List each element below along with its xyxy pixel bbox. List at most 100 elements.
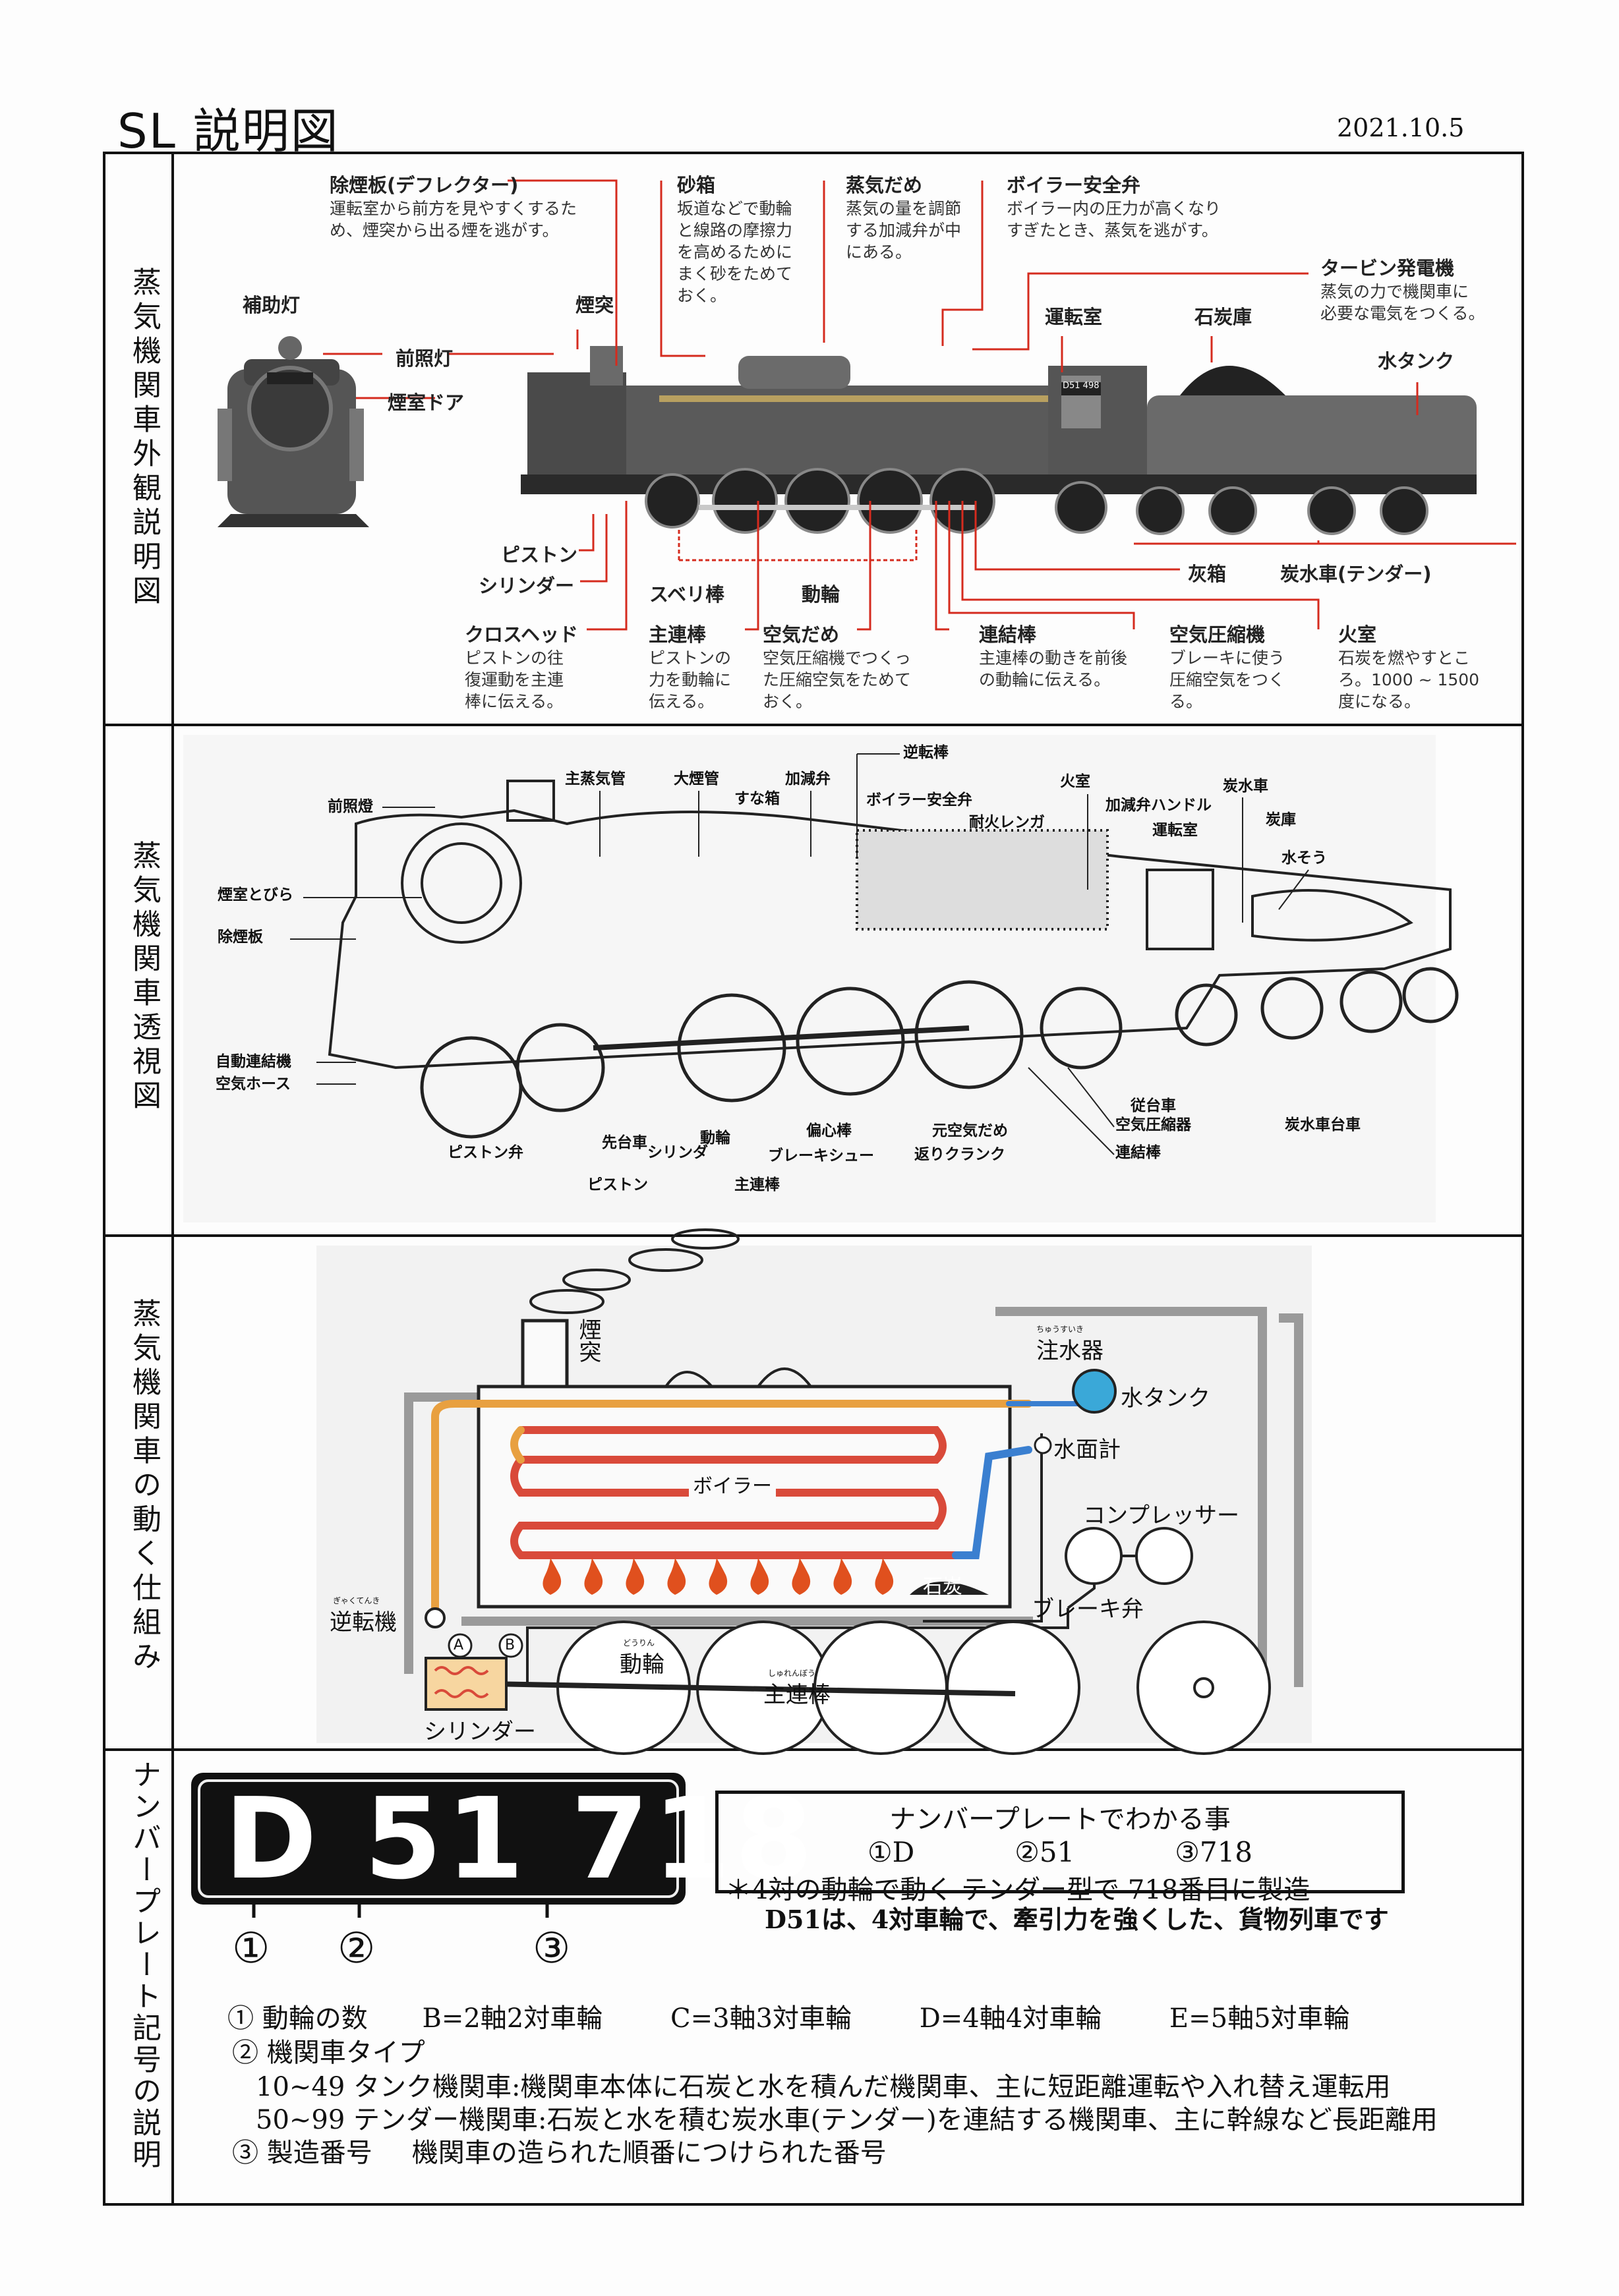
mech-label-coal: 石炭	[923, 1575, 962, 1598]
mech-ruby-main-rod: しゅれんぼう	[768, 1669, 816, 1678]
mech-label-water-tank: 水タンク	[1121, 1385, 1210, 1412]
marker-1: ①	[232, 1924, 270, 1973]
callout-main-rod: 主連棒ピストンの 力を動輪に 伝える。	[649, 623, 732, 711]
mech-label-a: A	[454, 1637, 464, 1653]
cut-label-cab: 運転室	[1152, 822, 1198, 839]
section-title-exterior: 蒸気機関車外観説明図	[127, 267, 161, 610]
label-driving-wheel: 動輪	[802, 583, 840, 606]
plate-number: D 51 718	[224, 1774, 817, 1905]
loco-number-plate	[1061, 382, 1101, 395]
cut-label-tender-truck: 炭水車台車	[1285, 1116, 1361, 1134]
mech-label-brake-valve: ブレーキ弁	[1032, 1596, 1144, 1622]
section-title-cutaway: 蒸気機関車透視図	[127, 840, 161, 1114]
cut-label-deflector: 除煙板	[218, 929, 263, 946]
label-water-tank: 水タンク	[1378, 350, 1455, 372]
cut-label-throttle: 加減弁	[785, 770, 831, 788]
cut-label-firebrick: 耐火レンガ	[969, 814, 1045, 831]
label-aux-light: 補助灯	[243, 294, 301, 316]
mech-label-boiler: ボイラー	[689, 1470, 776, 1499]
callout-steam-dome: 蒸気だめ蒸気の量を調節 する加減弁が中 にある。	[846, 174, 962, 262]
description: 機関車の造られた順番につけられた番号	[411, 2138, 887, 2168]
cut-label-trailing-truck: 従台車	[1131, 1097, 1176, 1114]
plate-info-item: ①D	[867, 1836, 915, 1868]
coal	[910, 1582, 989, 1595]
cut-label-headlight: 前照燈	[328, 798, 373, 815]
cut-label-reverse-rod: 逆転棒	[903, 744, 949, 761]
callout-lines	[323, 179, 1516, 631]
date: 2021.10.5	[1337, 113, 1465, 142]
loco-plate-text: D51 498	[1063, 381, 1100, 391]
cut-label-main-steam-pipe: 主蒸気管	[565, 770, 626, 788]
mech-label-b: B	[505, 1637, 515, 1653]
mech-label-driving-wheel: 動輪	[620, 1651, 664, 1678]
smokestack	[521, 1319, 569, 1389]
cut-label-driving-wheel: 動輪	[700, 1130, 730, 1147]
cut-label-piston: ピストン	[587, 1176, 648, 1193]
description: テンダー機関車:石炭と水を積む炭水車(テンダー)を連結する機関車、主に幹線など長…	[353, 2105, 1438, 2135]
plate-part-1: D	[224, 1774, 322, 1905]
cut-label-main-rod: 主連棒	[734, 1176, 780, 1193]
flame-icon	[792, 1558, 811, 1595]
description: タンク機関車:機関車本体に石炭と水を積んだ機関車、主に短距離運転や入れ替え運転用	[353, 2072, 1391, 2102]
mechanism-diagram	[316, 1228, 1312, 1755]
fire-flames	[543, 1558, 894, 1595]
cut-label-coupling-rod: 連結棒	[1115, 1144, 1161, 1161]
cut-label-cylinder: シリンダ	[647, 1144, 708, 1161]
label-tender: 炭水車(テンダー)	[1280, 563, 1432, 585]
cut-label-air-compressor: 空気圧縮器	[1115, 1116, 1191, 1134]
callout-deflector: 除煙板(デフレクター)運転室から前方を見やすくするた め、煙突から出る煙を逃がす…	[330, 174, 577, 240]
plate-info-heading: ナンバープレートでわかる事	[889, 1804, 1231, 1835]
compressor-2	[1135, 1527, 1193, 1585]
callout-firebox: 火室石炭を燃やすとこ ろ。1000 ~ 1500 度になる。	[1338, 623, 1480, 711]
label-slide-bar: スベリ棒	[649, 583, 724, 606]
label-cab: 運転室	[1045, 306, 1103, 328]
mech-label-chimney: 煙突	[575, 1318, 601, 1363]
compressor-1	[1065, 1527, 1123, 1585]
mech-ruby-injector: ちゅうすいき	[1036, 1325, 1084, 1334]
label-cylinder: シリンダー	[479, 575, 575, 597]
explanation-tank: 10~49 タンク機関車:機関車本体に石炭と水を積んだ機関車、主に短距離運転や入…	[256, 2065, 1391, 2104]
explanation-wheels: ① 動輪の数 B=2軸2対車輪 C=3軸3対車輪 D=4軸4対車輪 E=5軸5対…	[227, 1997, 1350, 2035]
flame-icon	[543, 1558, 562, 1595]
callout-safety-valve: ボイラー安全弁ボイラー内の圧力が高くなり すぎたとき、蒸気を逃がす。	[1007, 174, 1222, 240]
label-coal-bunker: 石炭庫	[1194, 306, 1252, 328]
callout-air-compressor: 空気圧縮機ブレーキに使う 圧縮空気をつく る。	[1169, 623, 1285, 711]
cut-label-sand-box: すな箱	[734, 790, 780, 807]
number-plate-graphic	[191, 1773, 686, 1918]
cutaway-leader-lines	[290, 753, 1309, 1155]
cut-label-tender: 炭水車	[1223, 778, 1268, 795]
cylinder	[425, 1657, 508, 1711]
explanation-serial: ③ 製造番号機関車の造られた順番につけられた番号	[232, 2131, 887, 2169]
range: 10~49	[256, 2072, 345, 2102]
cut-label-air-hose: 空気ホース	[216, 1076, 291, 1093]
label-headlight: 前照灯	[396, 347, 454, 370]
mech-ruby-driving-wheel: どうりん	[623, 1638, 655, 1648]
explanation-tender: 50~99 テンダー機関車:石炭と水を積む炭水車(テンダー)を連結する機関車、主…	[256, 2098, 1438, 2137]
section-title-number-plate: ナンバープレート記号の説明	[127, 1760, 161, 2171]
plate-part-3: 718	[571, 1774, 817, 1905]
callout-sand-box: 砂箱坂道などで動輪 と線路の摩擦力 を高めるために まく砂をためて おく。	[677, 174, 793, 305]
water-tank	[1072, 1369, 1117, 1414]
cut-label-smokebox-door: 煙室とびら	[218, 886, 293, 904]
label-piston: ピストン	[501, 544, 578, 566]
flame-icon	[667, 1558, 686, 1595]
locomotive-side-view	[521, 346, 1477, 535]
mech-label-injector: 注水器	[1036, 1338, 1104, 1364]
cut-label-main-reservoir: 元空気だめ	[932, 1122, 1008, 1139]
mech-ruby-reverser: ぎゃくてんき	[333, 1596, 380, 1605]
flame-icon	[833, 1558, 852, 1595]
cut-label-return-crank: 返りクランク	[914, 1146, 1005, 1163]
callout-turbine-generator: タービン発電機蒸気の力で機関車に 必要な電気をつくる。	[1320, 257, 1485, 323]
plate-part-2: 51	[364, 1774, 528, 1905]
main-rod	[487, 1681, 1016, 1696]
callout-air-reservoir: 空気だめ空気圧縮機でつくっ た圧縮空気をためて おく。	[763, 623, 912, 711]
cut-label-coal-bunker: 炭庫	[1266, 811, 1296, 828]
cut-label-water-tank: 水そう	[1281, 849, 1327, 867]
cut-label-safety-valve: ボイラー安全弁	[866, 791, 972, 809]
callout-crosshead: クロスヘッドピストンの往 復運動を主連 棒に伝える。	[465, 623, 578, 711]
locomotive-cutaway-drawing	[183, 735, 1459, 1222]
marker-3: ③	[533, 1924, 571, 1973]
flame-icon	[875, 1558, 894, 1595]
